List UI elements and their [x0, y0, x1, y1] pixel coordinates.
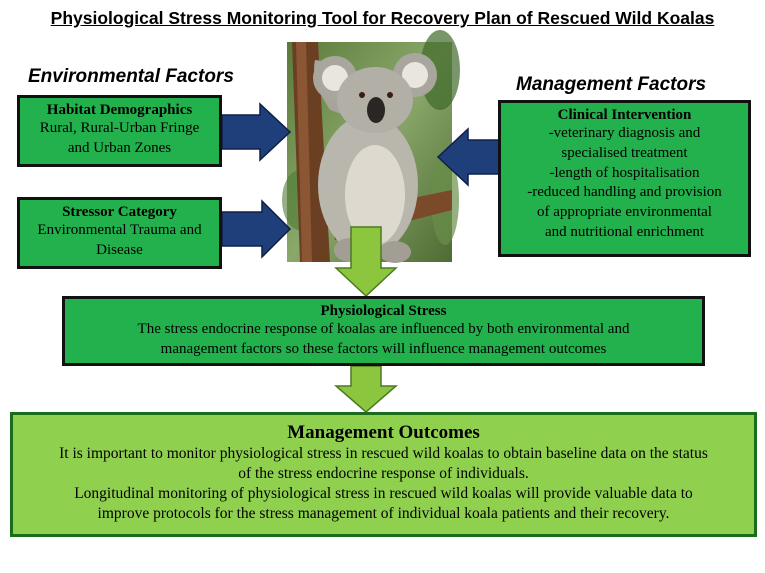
clinical-line-2: specialised treatment [561, 144, 688, 161]
habitat-demographics-box: Habitat Demographics Rural, Rural-Urban … [17, 95, 222, 167]
stressor-category-box: Stressor Category Environmental Trauma a… [17, 197, 222, 269]
physiological-stress-box: Physiological Stress The stress endocrin… [62, 296, 705, 366]
habitat-demographics-title: Habitat Demographics [46, 102, 193, 118]
stressor-category-title: Stressor Category [62, 204, 177, 220]
clinical-line-6: and nutritional enrichment [544, 223, 705, 240]
management-outcomes-box: Management Outcomes It is important to m… [10, 412, 757, 537]
stressor-line-1: Environmental Trauma and [37, 222, 202, 238]
outcomes-line-3: Longitudinal monitoring of physiological… [74, 485, 693, 503]
arrow-clinical-to-koala [436, 127, 501, 187]
stress-line-2: management factors so these factors will… [160, 340, 607, 357]
physiological-stress-title: Physiological Stress [320, 303, 447, 319]
outcomes-line-4: improve protocols for the stress managem… [97, 505, 670, 523]
management-factors-heading: Management Factors [516, 74, 707, 95]
page-title: Physiological Stress Monitoring Tool for… [50, 8, 715, 28]
management-outcomes-title: Management Outcomes [287, 422, 480, 443]
clinical-line-5: of appropriate environmental [537, 204, 712, 221]
clinical-line-3: -length of hospitalisation [549, 164, 700, 181]
clinical-line-4: -reduced handling and provision [527, 184, 722, 201]
arrow-koala-to-stress [334, 226, 398, 298]
habitat-line-1: Rural, Rural-Urban Fringe [39, 120, 200, 136]
outcomes-line-1: It is important to monitor physiological… [59, 445, 708, 462]
clinical-intervention-title: Clinical Intervention [557, 107, 692, 123]
arrow-habitat-to-koala [221, 102, 292, 162]
stress-line-1: The stress endocrine response of koalas … [137, 321, 630, 337]
clinical-line-1: -veterinary diagnosis and [548, 125, 701, 141]
stressor-line-2: Disease [96, 241, 143, 258]
habitat-line-2: and Urban Zones [67, 139, 172, 156]
arrow-stress-to-outcomes [333, 365, 399, 413]
arrow-stressor-to-koala [221, 199, 292, 259]
clinical-intervention-box: Clinical Intervention -veterinary diagno… [498, 100, 751, 257]
environmental-factors-heading: Environmental Factors [28, 66, 234, 87]
outcomes-line-2: of the stress endocrine response of indi… [238, 465, 529, 483]
